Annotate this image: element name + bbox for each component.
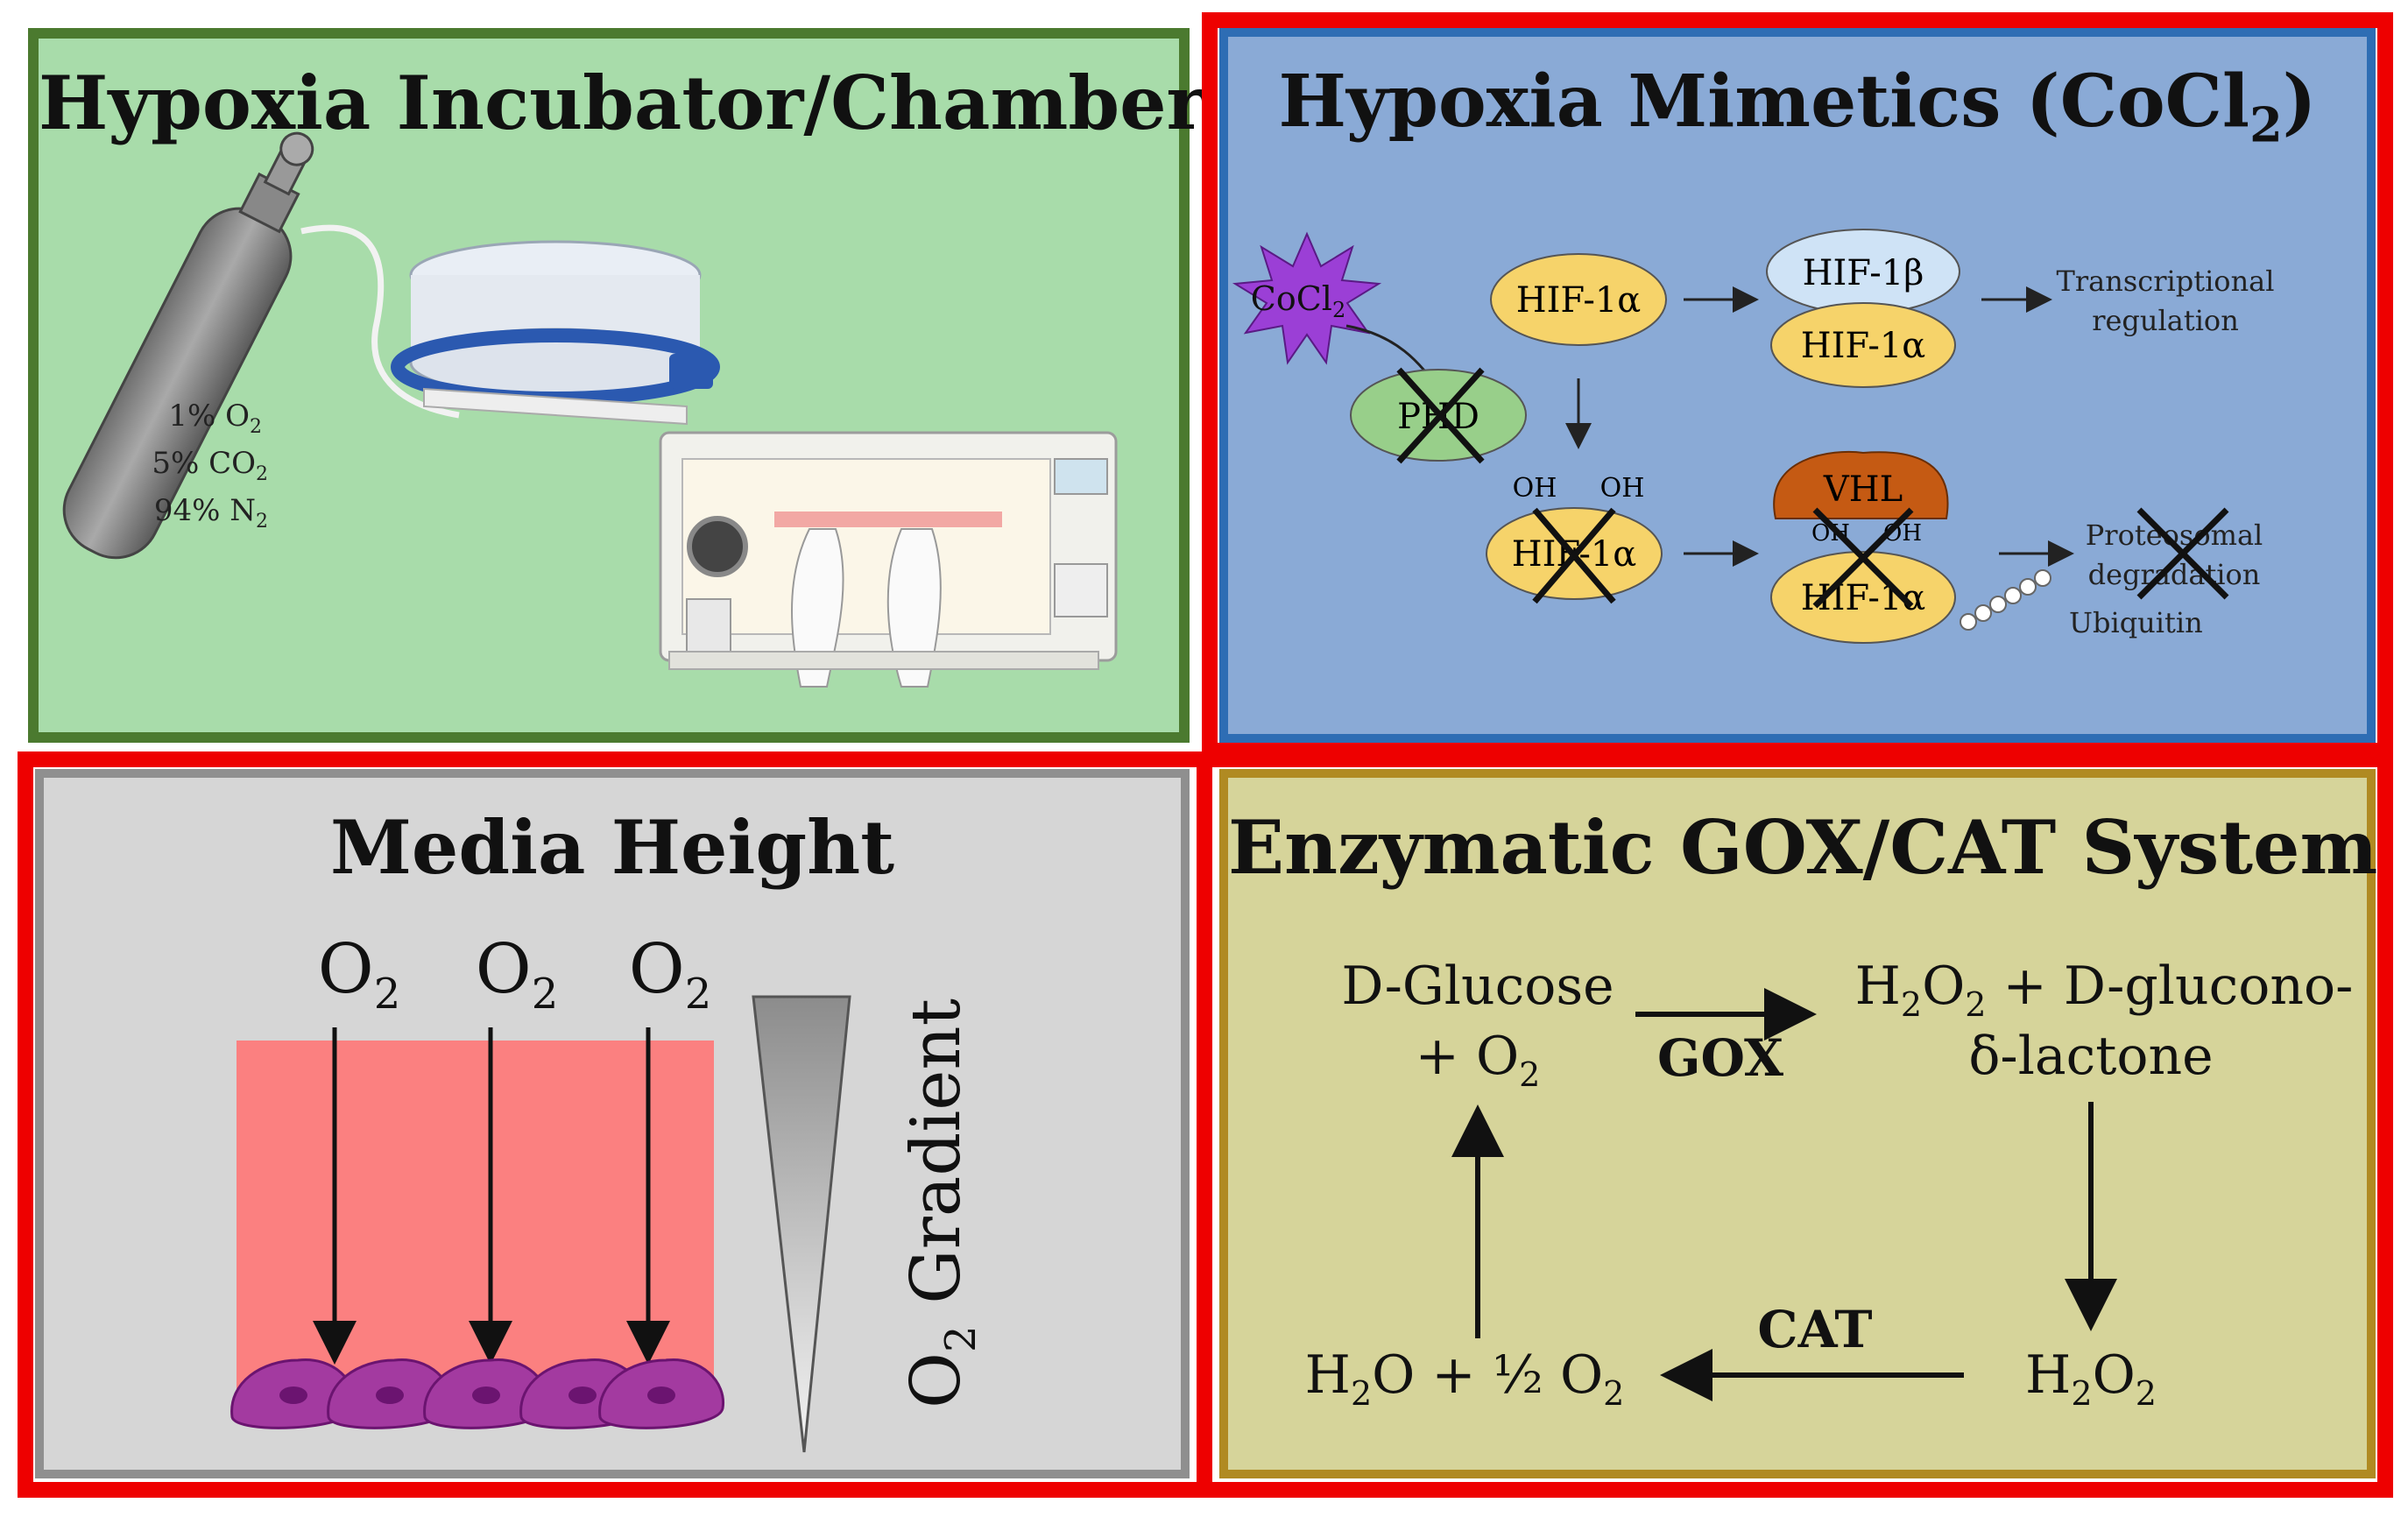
- cell-layer: [230, 1358, 725, 1429]
- svg-text:H2O2 + D-glucono-: H2O2 + D-glucono-: [1855, 956, 2354, 1024]
- svg-text:H2O + ½ O2: H2O + ½ O2: [1305, 1344, 1625, 1413]
- svg-text:VHL: VHL: [1823, 469, 1903, 510]
- enzymatic-panel: Enzymatic GOX/CAT System D-Glucose + O2 …: [1219, 769, 2378, 1478]
- incubator-illustration: 1% O2 5% CO2 94% N2: [62, 131, 1118, 688]
- gas-cylinder-icon: [62, 131, 314, 560]
- svg-text:O2: O2: [476, 930, 559, 1019]
- gox-cat-cycle-diagram: D-Glucose + O2 H2O2 + D-glucono- δ-lacto…: [1305, 956, 2354, 1413]
- enzymatic-title: Enzymatic GOX/CAT System: [1228, 804, 2378, 891]
- svg-text:D-Glucose: D-Glucose: [1341, 956, 1614, 1017]
- cocl2-star: CoCl2: [1232, 231, 1382, 365]
- incubator-title: Hypoxia Incubator/Chamber: [39, 60, 1205, 146]
- o2-gradient-wedge: [752, 995, 851, 1453]
- hif-pathway-diagram: CoCl2 HIF-1α HIF-1β HIF-1α Transcription…: [1232, 229, 2275, 644]
- media-height-title: Media Height: [329, 804, 895, 891]
- incubator-panel: Hypoxia Incubator/Chamber 1% O2: [28, 28, 1205, 743]
- ubiquitin-chain: [1960, 569, 2051, 631]
- svg-text:GOX: GOX: [1657, 1028, 1783, 1088]
- svg-text:Ubiquitin: Ubiquitin: [2069, 606, 2203, 639]
- o2-gradient-label: O2 Gradient: [897, 998, 985, 1408]
- media-height-panel: Media Height O2 O2 O2: [35, 769, 1190, 1478]
- svg-text:OH: OH: [1600, 473, 1645, 504]
- svg-text:94% N2: 94% N2: [154, 493, 268, 533]
- svg-text:CoCl2: CoCl2: [1251, 279, 1345, 322]
- hypoxia-chamber-icon: [391, 240, 720, 426]
- svg-text:H2O2: H2O2: [2025, 1344, 2157, 1413]
- svg-text:HIF-1α: HIF-1α: [1801, 326, 1926, 366]
- glovebox-incubator-icon: [659, 431, 1118, 688]
- svg-text:HIF-1α: HIF-1α: [1516, 280, 1642, 321]
- mimetics-title: Hypoxia Mimetics (CoCl2): [1278, 60, 2317, 153]
- svg-text:CAT: CAT: [1757, 1300, 1872, 1359]
- svg-text:O2: O2: [318, 930, 401, 1019]
- svg-text:O2: O2: [629, 930, 712, 1019]
- gas-mixture-labels: 1% O2 5% CO2 94% N2: [152, 399, 268, 533]
- svg-text:5% CO2: 5% CO2: [152, 446, 268, 485]
- svg-text:1% O2: 1% O2: [168, 399, 262, 438]
- svg-text:δ-lactone: δ-lactone: [1968, 1026, 2213, 1087]
- svg-text:OH: OH: [1513, 473, 1557, 504]
- svg-text:regulation: regulation: [2092, 304, 2239, 337]
- media-height-diagram: O2 O2 O2 O2 Gradient: [230, 930, 985, 1453]
- svg-text:HIF-1β: HIF-1β: [1803, 253, 1924, 293]
- mimetics-panel: Hypoxia Mimetics (CoCl2) CoCl2 HIF-1α HI…: [1219, 28, 2376, 743]
- mimetics-highlight-frame: [1202, 12, 2393, 758]
- svg-text:Transcriptional: Transcriptional: [2057, 265, 2275, 298]
- svg-text:+ O2: + O2: [1416, 1026, 1541, 1094]
- bottom-divider: [1197, 757, 1212, 1492]
